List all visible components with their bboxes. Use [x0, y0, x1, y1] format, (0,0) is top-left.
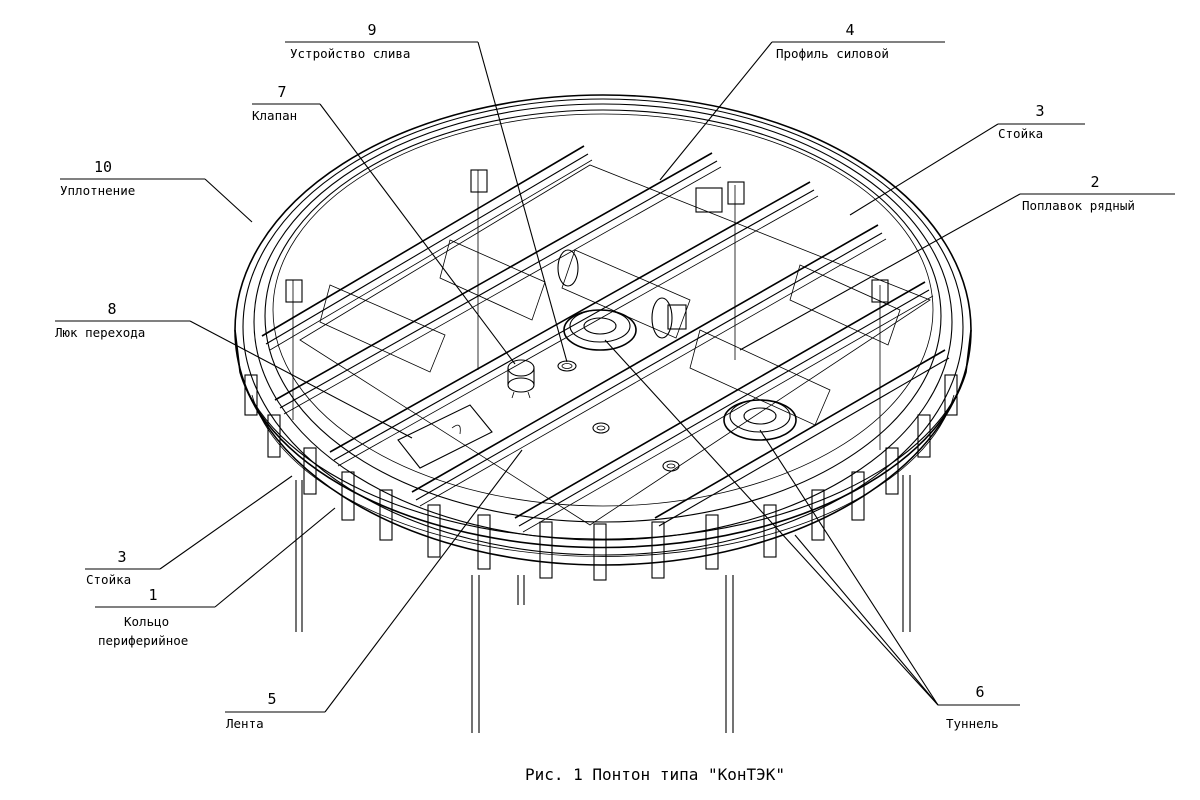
- ring-brackets: [244, 374, 958, 581]
- leader-lines: [55, 41, 1175, 713]
- callout-10: 10 Уплотнение: [60, 158, 135, 198]
- callout-3-top-text: Стойка: [998, 126, 1043, 141]
- callout-2-number: 2: [1090, 173, 1099, 191]
- callout-1-text2: периферийное: [98, 633, 188, 648]
- callout-1-number: 1: [148, 586, 157, 604]
- valve: [507, 359, 535, 399]
- callout-6-number: 6: [975, 683, 984, 701]
- callout-4: 4 Профиль силовой: [776, 21, 889, 61]
- callout-4-number: 4: [845, 21, 854, 39]
- callout-9-number: 9: [367, 21, 376, 39]
- callout-4-text: Профиль силовой: [776, 46, 889, 61]
- callout-8-number: 8: [107, 300, 116, 318]
- callout-9: 9 Устройство слива: [290, 21, 410, 61]
- callout-7-number: 7: [277, 83, 286, 101]
- callout-3-bottom: 3 Стойка: [86, 548, 131, 587]
- peripheral-ring: [234, 94, 972, 566]
- callout-5: 5 Лента: [226, 690, 277, 731]
- callout-2: 2 Поплавок рядный: [1022, 173, 1135, 213]
- callout-1: 1 Кольцо периферийное: [98, 586, 188, 648]
- drain-openings: [557, 360, 680, 472]
- callout-3-bottom-text: Стойка: [86, 572, 131, 587]
- callout-1-text: Кольцо: [124, 614, 169, 629]
- callout-3-top: 3 Стойка: [998, 102, 1045, 141]
- callout-3-top-number: 3: [1035, 102, 1044, 120]
- deck: [299, 164, 931, 526]
- callout-2-text: Поплавок рядный: [1022, 198, 1135, 213]
- callout-7-text: Клапан: [252, 108, 297, 123]
- callout-6: 6 Туннель: [946, 683, 999, 731]
- callout-8-text: Люк перехода: [55, 325, 145, 340]
- callout-9-text: Устройство слива: [290, 46, 410, 61]
- tunnels: [563, 309, 797, 441]
- callout-10-number: 10: [94, 158, 112, 176]
- transition-hatch: [397, 404, 493, 469]
- figure-caption: Рис. 1 Понтон типа "КонТЭК": [525, 765, 785, 784]
- callout-5-number: 5: [267, 690, 276, 708]
- callout-7: 7 Клапан: [252, 83, 297, 123]
- callout-3-bottom-number: 3: [117, 548, 126, 566]
- callout-5-text: Лента: [226, 716, 264, 731]
- callout-8: 8 Люк перехода: [55, 300, 145, 340]
- callout-10-text: Уплотнение: [60, 183, 135, 198]
- callout-6-text: Туннель: [946, 716, 999, 731]
- support-legs: [295, 475, 911, 733]
- power-profiles: [261, 145, 950, 533]
- stands: [285, 169, 889, 450]
